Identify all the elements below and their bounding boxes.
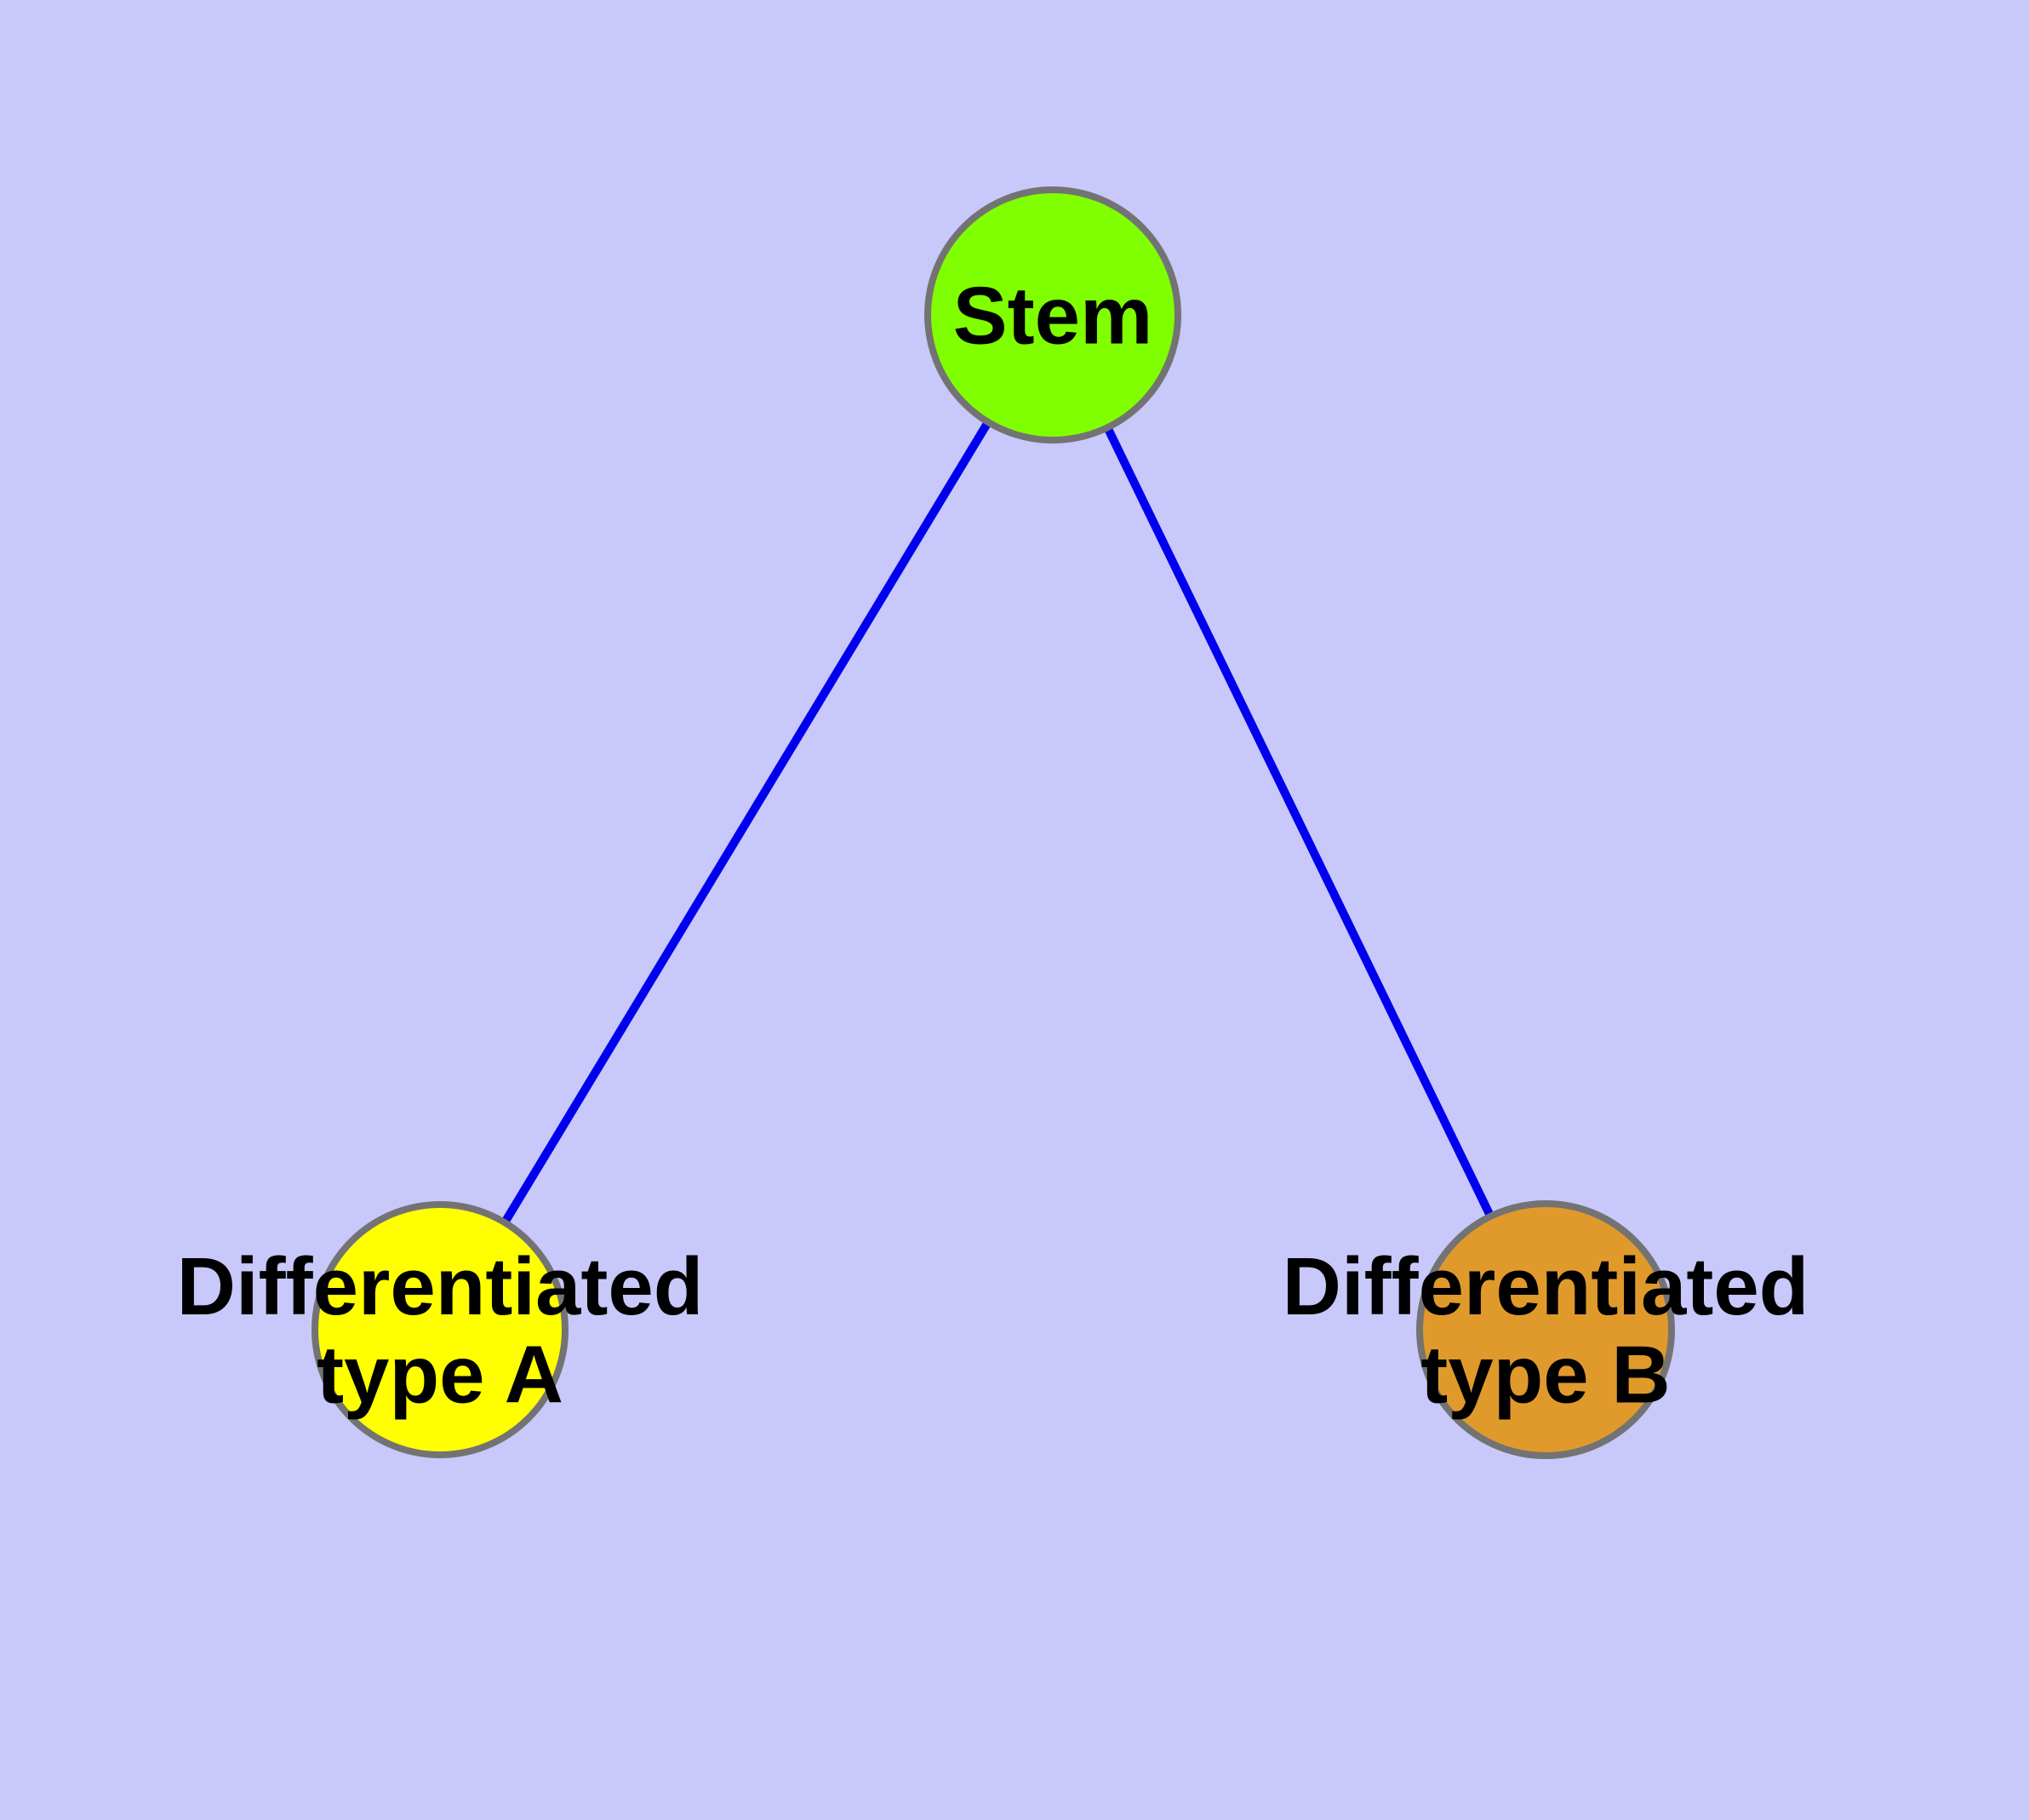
- node-differentiated-type-a-label-line1: Differentiated: [177, 1241, 704, 1332]
- nodes-layer: [311, 186, 1675, 1459]
- labels-layer: Stem Differentiated type A Differentiate…: [177, 271, 1809, 1421]
- node-stem-circle[interactable]: [924, 186, 1181, 444]
- edges-layer: [436, 312, 1550, 1332]
- node-differentiated-type-a[interactable]: [311, 1201, 569, 1458]
- node-stem[interactable]: [924, 186, 1181, 444]
- node-stem-label-line1: Stem: [953, 271, 1153, 362]
- edge-stem-to-differentiated-type-a[interactable]: [436, 312, 1057, 1332]
- node-differentiated-type-b-label-line2: type B: [1420, 1329, 1670, 1420]
- node-differentiated-type-b[interactable]: [1416, 1200, 1675, 1459]
- node-differentiated-type-a-circle[interactable]: [311, 1201, 569, 1458]
- node-differentiated-type-a-label-line2: type A: [317, 1329, 563, 1420]
- node-differentiated-type-b-circle[interactable]: [1416, 1200, 1675, 1459]
- edge-stem-to-differentiated-type-b[interactable]: [1049, 312, 1550, 1332]
- node-differentiated-type-b-label-line1: Differentiated: [1283, 1241, 1809, 1332]
